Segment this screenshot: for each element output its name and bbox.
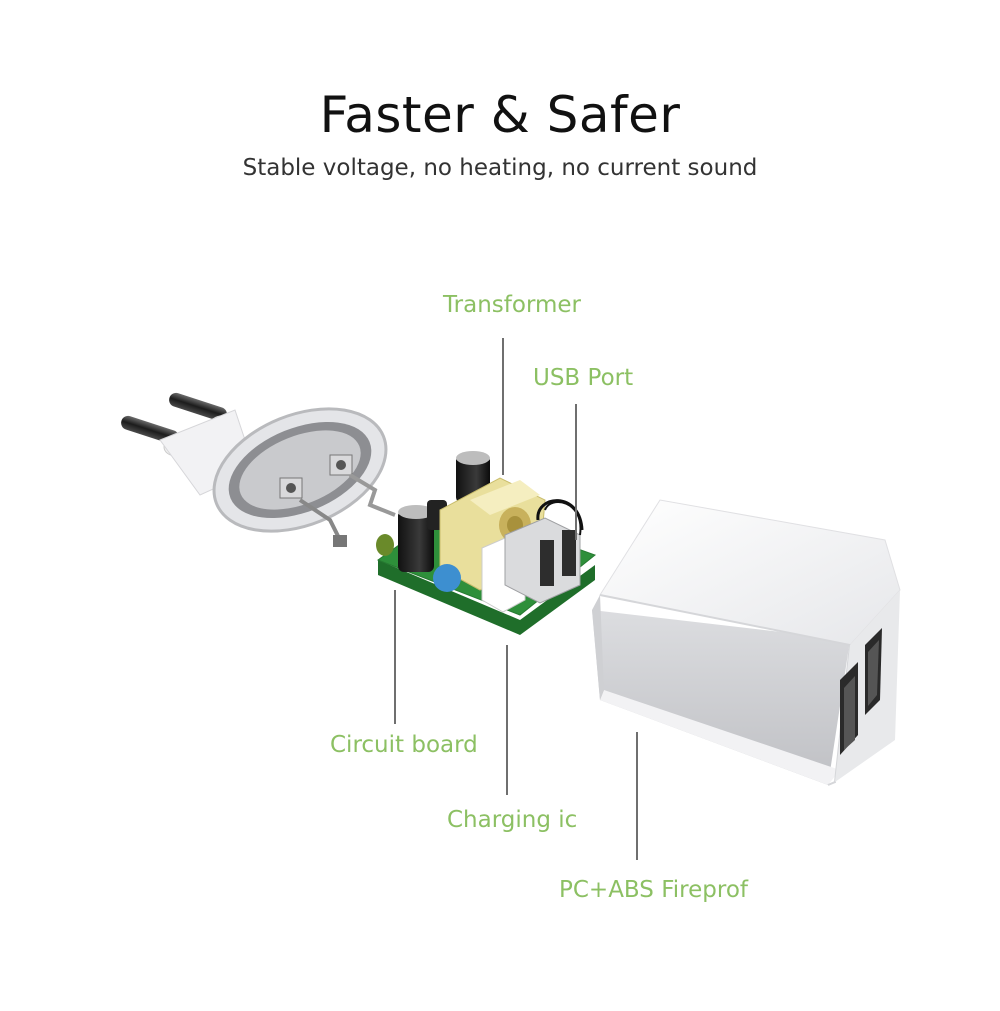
circuit-board-icon xyxy=(376,451,597,635)
plug-icon xyxy=(121,392,396,547)
page-subtitle: Stable voltage, no heating, no current s… xyxy=(242,155,758,181)
label-pc-abs: PC+ABS Fireprof xyxy=(559,877,748,903)
label-circuit-board: Circuit board xyxy=(330,732,478,758)
label-transformer: Transformer xyxy=(443,292,582,318)
page-title: Faster & Safer xyxy=(319,86,681,144)
label-charging-ic: Charging ic xyxy=(447,807,578,833)
leader-lines xyxy=(394,338,638,860)
charger-housing-icon xyxy=(592,499,901,786)
label-usb-port: USB Port xyxy=(533,365,634,391)
